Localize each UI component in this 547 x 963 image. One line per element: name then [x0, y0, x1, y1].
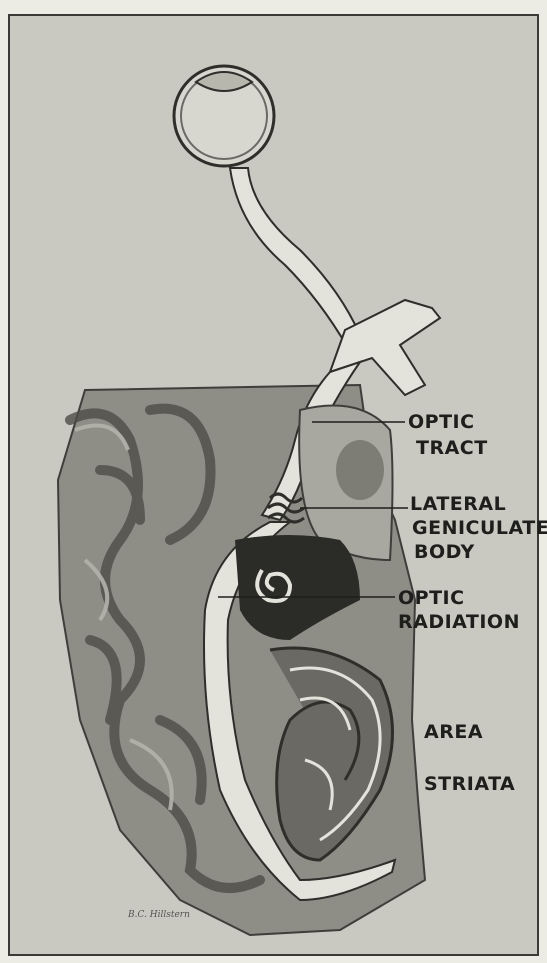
artist-signature: B.C. Hillstern — [128, 910, 190, 920]
label-lgb-line1: LATERAL — [410, 492, 506, 516]
label-optic-radiation-line2: RADIATION — [398, 610, 520, 634]
thalamic-nucleus — [336, 440, 384, 500]
label-area-striata-line2: STRIATA — [424, 772, 515, 796]
optic-nerve — [230, 168, 360, 348]
eyeball — [174, 66, 274, 166]
label-lgb-line2: GENICULATE — [412, 516, 547, 540]
label-optic-tract-line2: TRACT — [416, 436, 488, 460]
label-optic-tract-line1: OPTIC — [408, 410, 475, 434]
label-optic-radiation-line1: OPTIC — [398, 586, 465, 610]
label-lgb-line3: BODY — [414, 540, 475, 564]
label-area-striata-line1: AREA — [424, 720, 483, 744]
